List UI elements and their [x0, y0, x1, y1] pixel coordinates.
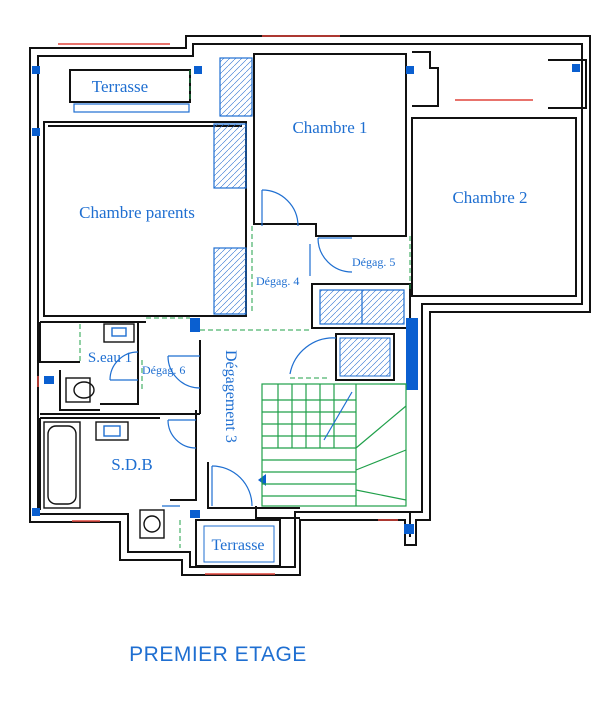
stair-direction-arrow — [323, 391, 353, 441]
label-terrasse-top: Terrasse — [92, 77, 148, 96]
label-degag-5: Dégag. 5 — [352, 255, 395, 269]
label-chambre-1: Chambre 1 — [292, 118, 367, 137]
label-chambre-2: Chambre 2 — [452, 188, 527, 207]
label-degag-4: Dégag. 4 — [256, 274, 299, 288]
label-chambre-parents: Chambre parents — [79, 203, 195, 222]
wardrobe-parents — [213, 123, 247, 315]
label-sdb: S.D.B — [111, 455, 153, 474]
plan-caption: PREMIER ETAGE — [129, 643, 307, 666]
exterior-walls — [29, 35, 591, 576]
room-chambre-2 — [411, 117, 577, 297]
label-degag-6: Dégag. 6 — [142, 363, 185, 377]
doors — [109, 189, 353, 507]
sanitary-fixtures — [43, 323, 165, 539]
room-chambre-parents — [43, 121, 247, 317]
wardrobe-top — [219, 57, 253, 117]
wall-right-bump — [412, 51, 587, 109]
terrasse-bottom — [195, 519, 281, 567]
room-chambre-1 — [253, 53, 407, 237]
openings-dashed — [79, 70, 411, 548]
interior-walls — [39, 321, 300, 519]
wardrobe-middle-frame — [311, 283, 411, 329]
label-seau-1: S.eau 1 — [88, 350, 132, 366]
staircase — [261, 383, 407, 507]
windows — [37, 35, 533, 575]
wardrobe-middle — [319, 289, 405, 325]
label-terrasse-bottom: Terrasse — [211, 537, 264, 554]
label-degagement-3: Dégagement 3 — [222, 350, 239, 443]
storage-box — [335, 333, 395, 381]
